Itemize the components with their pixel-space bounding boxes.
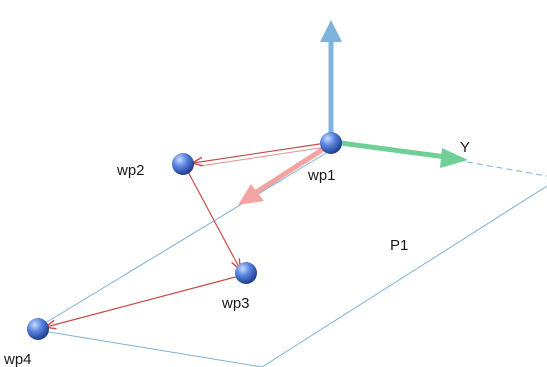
- waypoint-path: [46, 142, 327, 327]
- wp1-sphere: [320, 132, 342, 154]
- x-axis-shaft: [253, 143, 330, 196]
- wp2-label: wp2: [116, 162, 145, 179]
- path-wp2-wp3: [185, 167, 240, 269]
- wp4-label: wp4: [3, 351, 32, 367]
- wp3-label: wp3: [221, 295, 250, 312]
- wp3-sphere: [235, 262, 257, 284]
- plane-edge-right: [261, 185, 547, 367]
- wp1-label: wp1: [307, 167, 336, 184]
- waypoint-wp2: wp2: [116, 153, 194, 179]
- z-axis-arrowhead: [320, 20, 342, 42]
- wp2-sphere: [172, 153, 194, 175]
- y-axis-shaft: [332, 139, 447, 160]
- path-wp1-wp2: [193, 142, 327, 163]
- waypoint-wp4: wp4: [3, 318, 49, 367]
- plane-label: P1: [390, 237, 408, 254]
- path-wp1-wp2-lower: [199, 146, 327, 167]
- x-axis-arrowhead: [238, 184, 264, 205]
- y-axis-arrowhead: [440, 148, 468, 168]
- waypoint-wp1: wp1: [307, 132, 342, 184]
- coordinate-frame: [238, 20, 468, 205]
- y-axis-label: Y: [460, 139, 470, 156]
- plane-edge-bottom: [36, 329, 263, 367]
- plane-p1: [36, 149, 547, 367]
- plane-edge-top: [36, 149, 332, 329]
- path-wp3-wp4: [46, 274, 244, 327]
- plane-edge-top-dashed: [466, 161, 547, 177]
- waypoint-wp3: wp3: [221, 262, 257, 312]
- wp4-sphere: [27, 318, 49, 340]
